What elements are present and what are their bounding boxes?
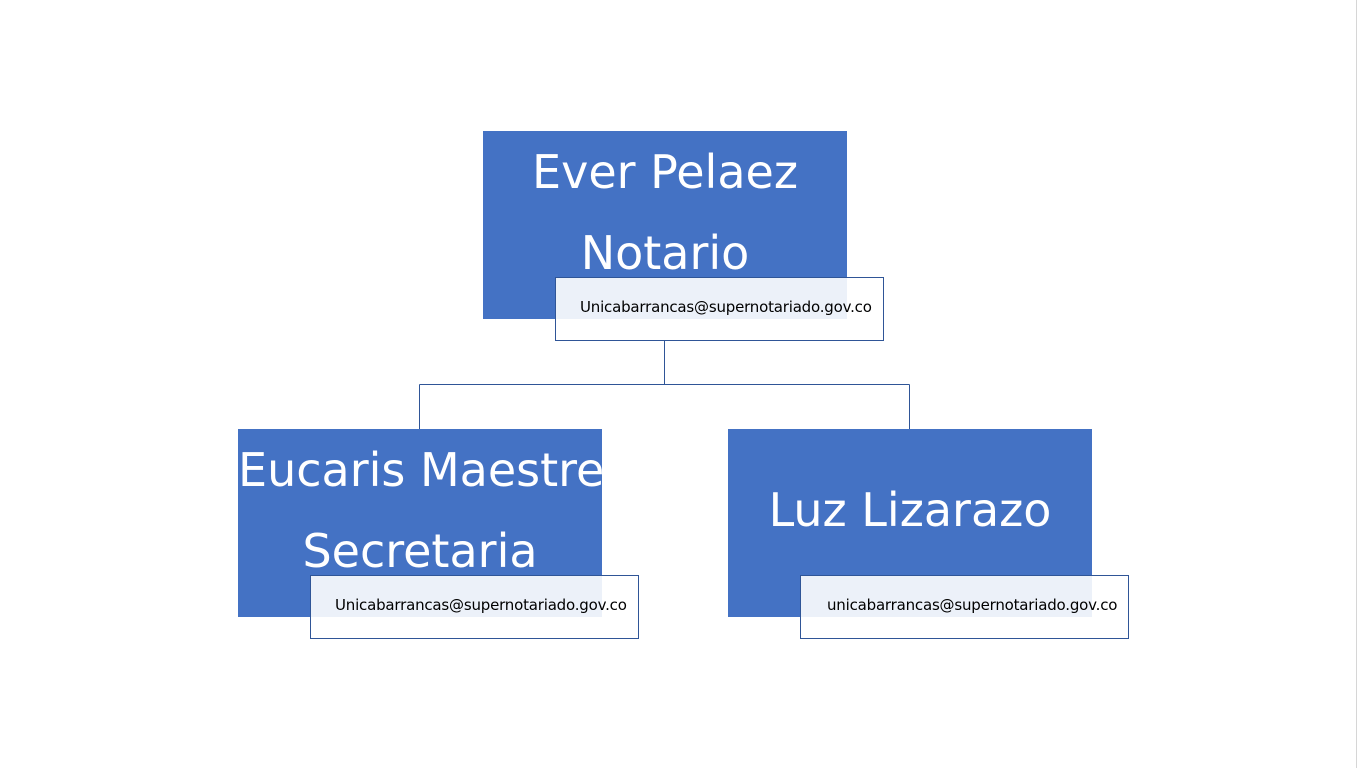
page-edge bbox=[1356, 0, 1366, 768]
node-child-right-email: unicabarrancas@supernotariado.gov.co bbox=[827, 596, 1118, 614]
node-child-left-email: Unicabarrancas@supernotariado.gov.co bbox=[335, 596, 627, 614]
node-root: Ever Pelaez Notario bbox=[483, 131, 847, 319]
node-child-left-email-box: Unicabarrancas@supernotariado.gov.co bbox=[310, 575, 639, 639]
node-root-name: Ever Pelaez bbox=[532, 145, 798, 199]
node-child-right-email-box: unicabarrancas@supernotariado.gov.co bbox=[800, 575, 1129, 639]
node-child-left-role: Secretaria bbox=[302, 524, 538, 578]
node-child-left-name: Eucaris Maestre bbox=[238, 443, 605, 497]
node-child-right-name: Luz Lizarazo bbox=[768, 483, 1052, 537]
node-root-email-box: Unicabarrancas@supernotariado.gov.co bbox=[555, 277, 884, 341]
node-root-role: Notario bbox=[580, 226, 750, 280]
node-root-email: Unicabarrancas@supernotariado.gov.co bbox=[580, 298, 872, 316]
